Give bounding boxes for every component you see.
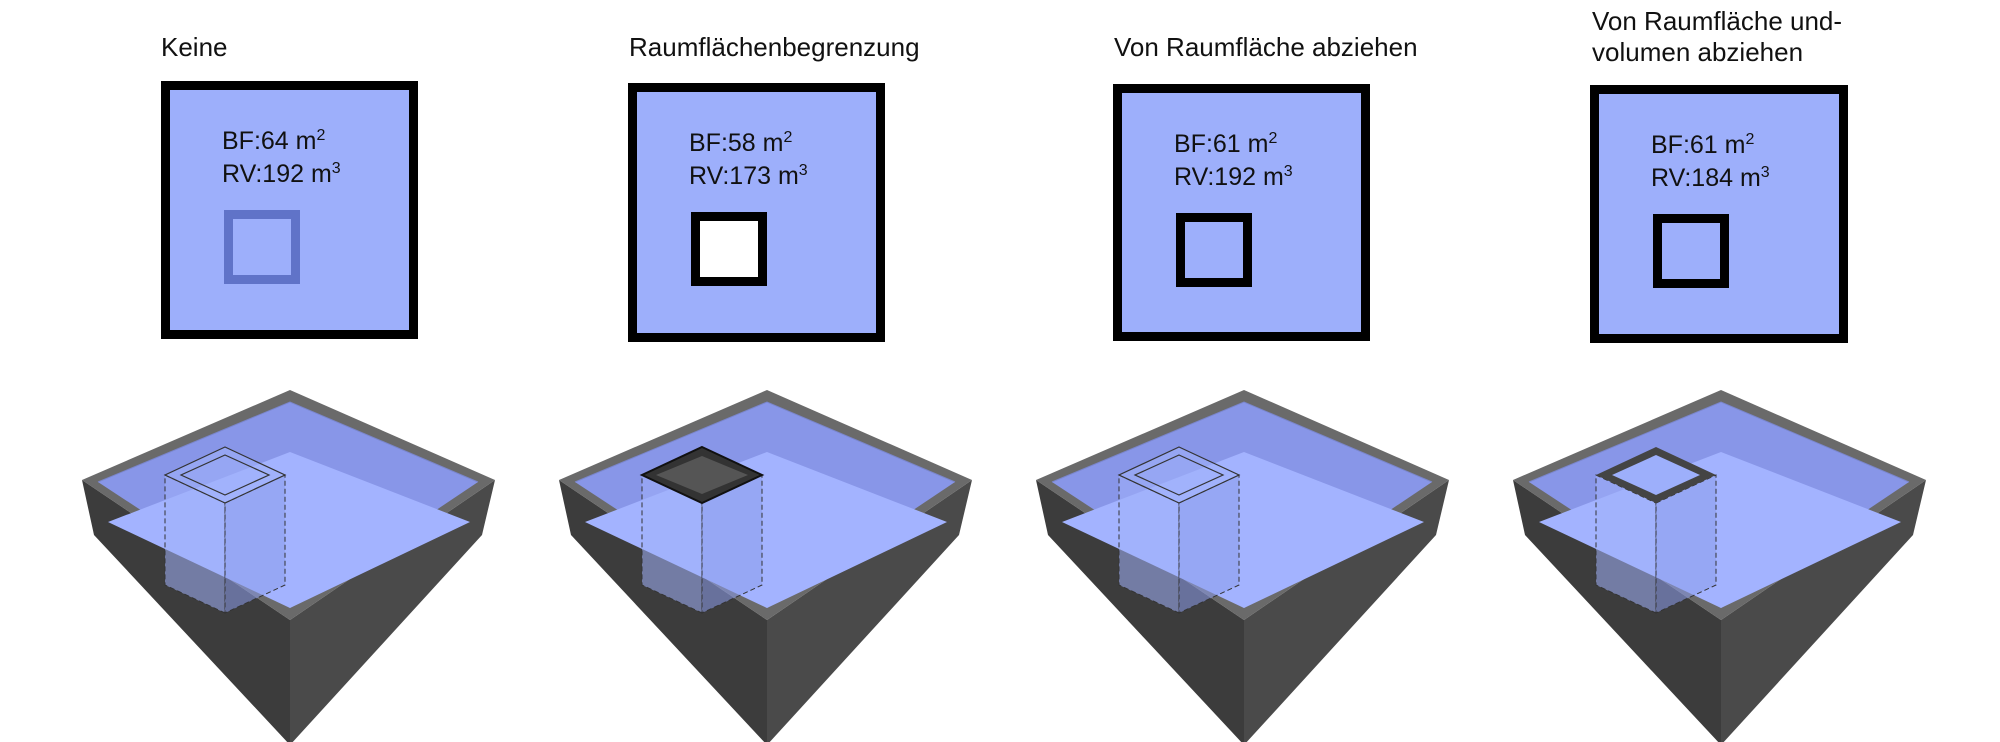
shaft-opening (656, 456, 748, 494)
room-3d-view (559, 390, 972, 742)
volume-unit-exponent: 3 (798, 162, 808, 179)
shaft-opening (1612, 455, 1700, 495)
volume-unit-exponent: 3 (331, 160, 341, 177)
shaft-frame (1176, 213, 1252, 287)
wall-exterior-right (767, 480, 972, 742)
floor-plan: BF:61 m2 RV:184 m3 (1590, 85, 1848, 343)
volume-unit-exponent: 3 (1760, 164, 1770, 181)
wall-exterior-left (559, 480, 767, 742)
room-3d-view (82, 390, 495, 742)
floor-plan: BF:61 m2 RV:192 m3 (1113, 84, 1370, 341)
area-metric: BF:61 m2 (1174, 129, 1277, 160)
room-back-edge (1051, 401, 1433, 483)
volume-value: 184 m (1691, 164, 1761, 192)
volume-metric: RV:184 m3 (1651, 163, 1770, 194)
area-label: BF: (689, 129, 728, 157)
area-metric: BF:58 m2 (689, 128, 792, 159)
panel-title: Von Raumfläche und- volumen abziehen (1592, 6, 1843, 67)
shaft-front-right-face (1655, 474, 1717, 614)
room-3d-view (1513, 390, 1926, 742)
volume-value: 192 m (262, 160, 332, 188)
area-metric: BF:64 m2 (222, 126, 325, 157)
shaft-top (1117, 446, 1241, 504)
shaft-top (163, 446, 287, 504)
panel-title: Von Raumfläche abziehen (1114, 32, 1418, 62)
volume-label: RV: (1174, 163, 1215, 191)
floor-plan: BF:64 m2 RV:192 m3 (161, 81, 418, 339)
volume-label: RV: (222, 160, 263, 188)
area-metric: BF:61 m2 (1651, 130, 1754, 161)
shaft-frame (1653, 214, 1729, 288)
wall-exterior-right (1721, 480, 1926, 742)
wall-exterior-right (290, 480, 495, 742)
panel-title: Raumflächenbegrenzung (629, 32, 920, 62)
area-label: BF: (1651, 131, 1690, 159)
wall-exterior-left (82, 480, 290, 742)
area-label: BF: (1174, 130, 1213, 158)
wall-exterior-left (1036, 480, 1244, 742)
area-unit-exponent: 2 (316, 127, 326, 144)
room-back-edge (574, 401, 956, 483)
area-value: 58 m (727, 129, 784, 157)
room-back-edge (1528, 401, 1910, 483)
volume-label: RV: (689, 162, 730, 190)
floor-plan: BF:58 m2 RV:173 m3 (628, 83, 885, 342)
area-value: 64 m (260, 127, 317, 155)
volume-value: 192 m (1214, 163, 1284, 191)
area-unit-exponent: 2 (783, 129, 793, 146)
volume-value: 173 m (729, 162, 799, 190)
shaft-opening (179, 454, 271, 496)
volume-label: RV: (1651, 164, 1692, 192)
wall-exterior-right (1244, 480, 1449, 742)
area-unit-exponent: 2 (1745, 131, 1755, 148)
area-unit-exponent: 2 (1268, 130, 1278, 147)
area-value: 61 m (1212, 130, 1269, 158)
volume-metric: RV:173 m3 (689, 161, 808, 192)
wall-exterior-left (1513, 480, 1721, 742)
area-label: BF: (222, 127, 261, 155)
panel-title: Keine (161, 32, 228, 62)
volume-metric: RV:192 m3 (1174, 162, 1293, 193)
volume-unit-exponent: 3 (1283, 163, 1293, 180)
room-3d-view (1036, 390, 1449, 742)
area-value: 61 m (1689, 131, 1746, 159)
shaft-cutout (691, 212, 767, 286)
shaft-outline (224, 210, 300, 284)
room-back-edge (97, 401, 479, 483)
shaft-opening (1133, 454, 1225, 496)
volume-metric: RV:192 m3 (222, 159, 341, 190)
